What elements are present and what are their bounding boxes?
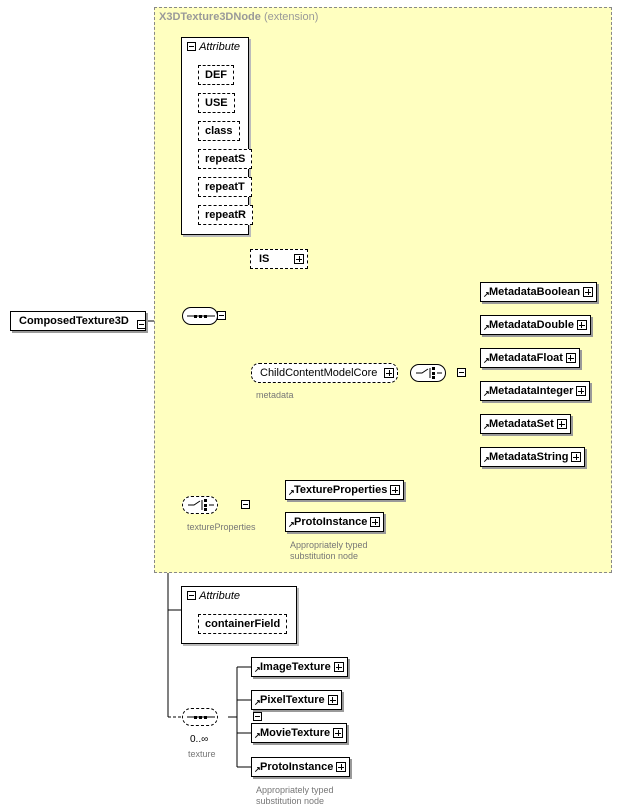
extension-suffix: (extension) xyxy=(263,11,319,23)
element-label: ProtoInstance xyxy=(260,761,334,773)
texture-properties-annotation: textureProperties xyxy=(187,522,256,532)
attribute-box: Attribute DEF USE class repeatS repeatT … xyxy=(181,37,253,235)
texture-properties-element[interactable]: ↗ TextureProperties xyxy=(285,480,405,500)
element-label: MetadataString xyxy=(489,451,569,463)
metadata-float-element[interactable]: ↗ MetadataFloat xyxy=(480,348,580,368)
substitution-note: Appropriately typed substitution node xyxy=(290,540,368,561)
collapse-icon[interactable] xyxy=(187,591,196,600)
attribute-use[interactable]: USE xyxy=(198,93,235,113)
attribute-repeatt[interactable]: repeatT xyxy=(198,177,252,197)
is-element[interactable]: IS xyxy=(250,249,308,269)
attribute-containerfield[interactable]: containerField xyxy=(198,614,288,634)
reference-arrow-icon: ↗ xyxy=(483,389,490,398)
collapse-icon[interactable] xyxy=(384,368,394,378)
element-label: PixelTexture xyxy=(260,694,325,706)
metadata-string-element[interactable]: ↗ MetadataString xyxy=(480,447,586,467)
reference-arrow-icon: ↗ xyxy=(288,520,295,529)
element-label: MetadataDouble xyxy=(489,319,574,331)
expand-icon[interactable] xyxy=(571,452,582,462)
element-label: TextureProperties xyxy=(294,484,388,496)
movie-texture-element[interactable]: ↗ MovieTexture xyxy=(251,723,348,743)
reference-arrow-icon: ↗ xyxy=(254,731,261,740)
sequence-icon xyxy=(187,315,215,318)
root-element-label: ComposedTexture3D xyxy=(19,315,129,327)
sequence-icon xyxy=(187,716,215,719)
choice-compositor xyxy=(410,364,446,382)
expand-icon[interactable] xyxy=(556,419,567,429)
collapse-icon[interactable] xyxy=(187,42,196,51)
element-label: MetadataBoolean xyxy=(489,286,581,298)
substitution-note: Appropriately typed substitution node xyxy=(256,785,334,806)
extension-title: X3DTexture3DNode (extension) xyxy=(159,11,318,23)
expand-icon[interactable] xyxy=(576,320,587,330)
reference-arrow-icon: ↗ xyxy=(288,488,295,497)
expand-icon[interactable] xyxy=(336,762,347,772)
attribute-box-header: Attribute xyxy=(187,590,240,602)
sequence-compositor xyxy=(182,307,218,325)
collapse-icon[interactable] xyxy=(217,311,226,320)
collapse-icon[interactable] xyxy=(136,320,146,329)
attribute-def[interactable]: DEF xyxy=(198,65,234,85)
expand-icon[interactable] xyxy=(390,485,401,495)
extension-name: X3DTexture3DNode xyxy=(159,11,261,23)
reference-arrow-icon: ↗ xyxy=(483,455,490,464)
reference-arrow-icon: ↗ xyxy=(254,698,261,707)
metadata-integer-element[interactable]: ↗ MetadataInteger xyxy=(480,381,591,401)
attribute-repeatr[interactable]: repeatR xyxy=(198,205,253,225)
attribute-box-header: Attribute xyxy=(187,41,240,53)
proto-instance-element[interactable]: ↗ ProtoInstance xyxy=(285,512,385,532)
element-label: ImageTexture xyxy=(260,661,331,673)
attribute-box: Attribute containerField xyxy=(181,586,297,644)
choice-icon xyxy=(188,499,214,511)
expand-icon[interactable] xyxy=(565,353,576,363)
child-content-annotation: metadata xyxy=(256,390,294,400)
collapse-icon[interactable] xyxy=(253,712,263,721)
reference-arrow-icon: ↗ xyxy=(254,765,261,774)
reference-arrow-icon: ↗ xyxy=(483,422,490,431)
attribute-header-label: Attribute xyxy=(199,41,241,53)
expand-icon[interactable] xyxy=(333,728,344,738)
attribute-repeats[interactable]: repeatS xyxy=(198,149,253,169)
reference-arrow-icon: ↗ xyxy=(483,290,490,299)
element-label: ProtoInstance xyxy=(294,516,368,528)
occurrence-label: 0..∞ xyxy=(190,734,209,745)
expand-icon[interactable] xyxy=(370,517,381,527)
choice-icon xyxy=(416,367,442,379)
attribute-header-label: Attribute xyxy=(199,590,241,602)
reference-arrow-icon: ↗ xyxy=(483,323,490,332)
collapse-icon[interactable] xyxy=(457,368,467,377)
root-element[interactable]: ComposedTexture3D xyxy=(10,311,146,331)
expand-icon[interactable] xyxy=(327,695,338,705)
image-texture-element[interactable]: ↗ ImageTexture xyxy=(251,657,348,677)
expand-icon[interactable] xyxy=(294,254,304,264)
metadata-boolean-element[interactable]: ↗ MetadataBoolean xyxy=(480,282,598,302)
element-label: MetadataFloat xyxy=(489,352,563,364)
texture-sequence xyxy=(182,708,218,726)
collapse-icon[interactable] xyxy=(241,500,251,509)
pixel-texture-element[interactable]: ↗ PixelTexture xyxy=(251,690,342,710)
expand-icon[interactable] xyxy=(583,287,594,297)
metadata-set-element[interactable]: ↗ MetadataSet xyxy=(480,414,571,434)
element-label: MovieTexture xyxy=(260,727,331,739)
texture-annotation: texture xyxy=(188,749,216,759)
attribute-class[interactable]: class xyxy=(198,121,240,141)
reference-arrow-icon: ↗ xyxy=(254,665,261,674)
reference-arrow-icon: ↗ xyxy=(483,356,490,365)
texture-properties-choice xyxy=(182,496,218,514)
metadata-double-element[interactable]: ↗ MetadataDouble xyxy=(480,315,591,335)
proto-instance-element[interactable]: ↗ ProtoInstance xyxy=(251,757,351,777)
child-content-label: ChildContentModelCore xyxy=(260,367,378,379)
element-label: MetadataInteger xyxy=(489,385,574,397)
child-content-group[interactable]: ChildContentModelCore xyxy=(251,363,398,383)
element-label: MetadataSet xyxy=(489,418,554,430)
expand-icon[interactable] xyxy=(576,386,587,396)
is-element-label: IS xyxy=(259,253,270,265)
expand-icon[interactable] xyxy=(333,662,344,672)
